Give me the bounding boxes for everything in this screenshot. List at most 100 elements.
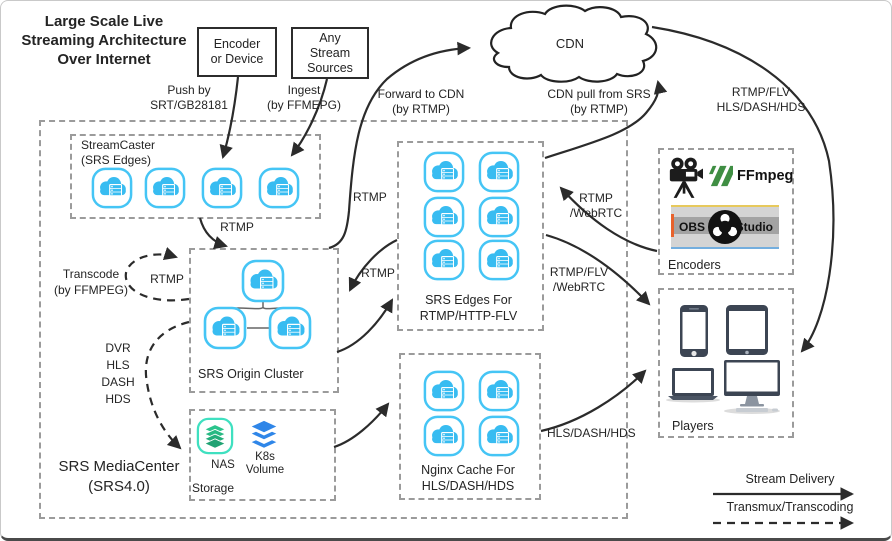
push-label: Push by SRT/GB28181 xyxy=(141,83,237,112)
transcode-rtmp-label: RTMP xyxy=(150,272,184,286)
edges-title-line2: RTMP/HTTP-FLV xyxy=(419,308,518,323)
streamcaster-title: StreamCaster (SRS Edges) xyxy=(81,138,155,167)
srs-node-icon xyxy=(144,167,186,209)
push-line2: SRT/GB28181 xyxy=(150,97,228,112)
legend-dashed-label: Transmux/Transcoding xyxy=(726,500,854,514)
title-line3: Over Internet xyxy=(57,51,151,68)
ffmpeg-wordmark: FFmpeg xyxy=(737,168,794,184)
forward-line2: (by RTMP) xyxy=(392,101,450,116)
ingest-line2: (by FFMEPG) xyxy=(267,97,341,112)
encoder-box-line2: or Device xyxy=(210,52,264,66)
streamcaster-title-line2: (SRS Edges) xyxy=(81,152,152,167)
dvr-line3: DASH xyxy=(101,375,135,389)
players-label: Players xyxy=(672,419,714,433)
forward-to-cdn-label: Forward to CDN (by RTMP) xyxy=(371,87,471,116)
ffmpeg-zigzag-icon xyxy=(709,165,733,187)
srs-node-icon xyxy=(423,370,465,412)
srs-node-icon xyxy=(478,196,520,238)
nginx-title-line2: HLS/DASH/HDS xyxy=(421,478,515,493)
transcode-label: Transcode (by FFMPEG) xyxy=(39,266,143,298)
title-line1: Large Scale Live xyxy=(44,13,164,30)
obs-accent xyxy=(671,214,674,237)
rtmp-origin-cdn-label: RTMP xyxy=(353,190,387,204)
origin-cluster-nodes xyxy=(203,259,312,350)
streamcaster-nodes xyxy=(91,167,300,209)
page-title: Large Scale Live Streaming Architecture … xyxy=(9,12,199,69)
desktop-icon xyxy=(724,360,780,414)
obs-wordmark-right: Studio xyxy=(735,220,773,234)
sources-box-line2: Stream xyxy=(309,45,351,60)
title-line2: Streaming Architecture xyxy=(21,32,187,49)
srs-node-icon xyxy=(423,415,465,457)
k8s-volume-label: K8s Volume xyxy=(241,451,289,476)
origin-cluster-title: SRS Origin Cluster xyxy=(198,367,304,381)
srs-node-icon xyxy=(478,415,520,457)
cdn-pull-label: CDN pull from SRS (by RTMP) xyxy=(537,87,661,116)
cdn-delivery-line1: RTMP/FLV xyxy=(731,85,791,99)
srs-node-icon xyxy=(201,167,243,209)
tablet-icon xyxy=(726,305,768,355)
storage-box xyxy=(189,409,336,501)
nas-label: NAS xyxy=(211,459,235,471)
edges-cluster-title: SRS Edges For RTMP/HTTP-FLV xyxy=(397,293,540,324)
cdn-delivery-line2: HLS/DASH/HDS xyxy=(716,99,806,114)
dvr-line1: DVR xyxy=(105,341,131,355)
srs-node-icon xyxy=(478,151,520,193)
hls-dash-hds-label: HLS/DASH/HDS xyxy=(547,426,636,440)
cdn-pull-line2: (by RTMP) xyxy=(570,101,628,116)
nginx-cache-nodes xyxy=(423,370,520,457)
rtmp-flv-webrtc-line1: RTMP/FLV xyxy=(549,265,609,279)
srs-node-icon xyxy=(423,239,465,281)
srs-node-icon xyxy=(423,151,465,193)
nginx-cache-title: Nginx Cache For HLS/DASH/HDS xyxy=(399,463,537,494)
rtmp-flv-webrtc-line2: /WebRTC xyxy=(552,279,606,294)
obs-wordmark-left: OBS xyxy=(679,220,706,234)
legend-solid-label: Stream Delivery xyxy=(745,472,835,486)
nginx-cache-box xyxy=(399,353,541,500)
mediacenter-label: SRS MediaCenter (SRS4.0) xyxy=(43,457,195,497)
storage-label: Storage xyxy=(192,481,235,495)
k8s-line2: Volume xyxy=(245,463,285,476)
ffmpeg-logo: FFmpeg xyxy=(709,164,793,188)
cdn-delivery-label: RTMP/FLV HLS/DASH/HDS xyxy=(704,85,818,114)
srs-node-icon xyxy=(478,370,520,412)
srs-node-icon xyxy=(203,306,247,350)
srs-node-icon xyxy=(423,196,465,238)
any-stream-sources-box: Any Stream Sources xyxy=(291,27,369,79)
obs-studio-logo: OBS Studio xyxy=(671,205,779,249)
encoder-box-line1: Encoder xyxy=(213,37,261,51)
mediacenter-line1: SRS MediaCenter xyxy=(58,458,180,475)
dvr-hls-dash-hds-label: DVR HLS DASH HDS xyxy=(93,340,143,408)
rtmp-flv-webrtc-label: RTMP/FLV /WebRTC xyxy=(537,265,621,294)
edges-cluster-nodes xyxy=(423,151,520,281)
rtmp-webrtc-line1: RTMP xyxy=(579,191,613,205)
dvr-line2: HLS xyxy=(106,358,130,372)
rtmp-edges-origin-label: RTMP xyxy=(361,266,395,280)
encoder-device-box: Encoder or Device xyxy=(197,27,277,77)
rtmp-streamcaster-origin-label: RTMP xyxy=(220,220,254,234)
streamcaster-box xyxy=(70,134,321,219)
phone-icon xyxy=(680,305,708,357)
ingest-label: Ingest (by FFMEPG) xyxy=(259,83,349,112)
cdn-label: CDN xyxy=(555,36,585,51)
srs-node-icon xyxy=(258,167,300,209)
cdn-pull-line1: CDN pull from SRS xyxy=(547,87,651,101)
streamcaster-title-line1: StreamCaster xyxy=(81,138,156,152)
transcode-line2: (by FFMPEG) xyxy=(54,283,128,297)
rtmp-webrtc-label: RTMP /WebRTC xyxy=(554,191,638,220)
dvr-line4: HDS xyxy=(105,392,131,406)
mediacenter-line2: (SRS4.0) xyxy=(88,478,150,495)
srs-node-icon xyxy=(91,167,133,209)
forward-line1: Forward to CDN xyxy=(377,87,465,101)
ingest-line1: Ingest xyxy=(287,83,321,97)
k8s-volume-icon xyxy=(251,420,277,448)
edges-title-line1: SRS Edges For xyxy=(425,293,512,307)
sources-box-line1: Any xyxy=(319,30,341,45)
movie-camera-icon xyxy=(669,157,703,198)
push-line1: Push by xyxy=(167,83,211,97)
srs-node-icon xyxy=(241,259,285,303)
transcode-line1: Transcode xyxy=(62,267,120,281)
rtmp-webrtc-line2: /WebRTC xyxy=(569,205,623,220)
sources-box-line3: Sources xyxy=(307,60,353,75)
